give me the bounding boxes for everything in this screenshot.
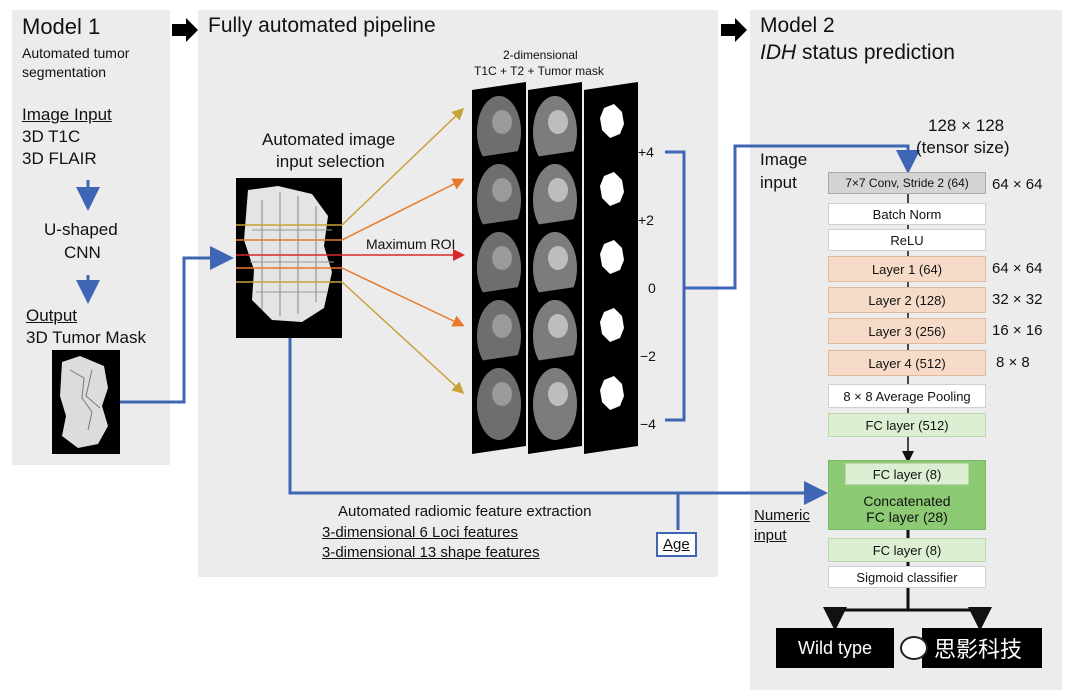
- pipeline-title: Fully automated pipeline: [208, 14, 436, 37]
- size-layer3: 16 × 16: [992, 322, 1043, 339]
- output-mask-label: 3D Tumor Mask: [26, 328, 146, 347]
- mutant-output: [922, 628, 1042, 668]
- slices-label-1: 2-dimensional: [503, 48, 578, 62]
- layer1-box: Layer 1 (64): [828, 256, 986, 282]
- model1-subtitle-2: segmentation: [22, 64, 107, 80]
- layer3-box: Layer 3 (256): [828, 318, 986, 344]
- model2-title: Model 2: [760, 14, 835, 37]
- tumor-mask-slice: [600, 308, 624, 342]
- mri-tumor-region: [492, 382, 512, 406]
- selection-label-2: input selection: [276, 152, 385, 171]
- slices-label-2: T1C + T2 + Tumor mask: [474, 64, 604, 78]
- avg-pooling-box: 8 × 8 Average Pooling: [828, 384, 986, 408]
- concat-label-2: FC layer (28): [866, 509, 948, 525]
- numeric-input-label-1: Numeric: [754, 507, 810, 524]
- layer4-box: Layer 4 (512): [828, 350, 986, 376]
- size-layer1: 64 × 64: [992, 260, 1043, 277]
- section-arrow-1: [172, 18, 198, 42]
- layer2-box: Layer 2 (128): [828, 287, 986, 313]
- batch-norm-box: Batch Norm: [828, 203, 986, 225]
- mri-tumor-region: [548, 246, 568, 270]
- output-heading: Output: [26, 306, 78, 325]
- radiomic-title: Automated radiomic feature extraction: [338, 503, 592, 520]
- mri-tumor-region: [492, 314, 512, 338]
- wild-type-label: Wild type: [797, 637, 873, 658]
- tumor-mask-slice: [600, 172, 624, 206]
- cnn-label-2: CNN: [64, 243, 101, 262]
- sigmoid-box: Sigmoid classifier: [828, 566, 986, 588]
- shape-features: 3-dimensional 13 shape features: [322, 544, 540, 561]
- offset-plus2: +2: [638, 212, 654, 228]
- offset-plus4: +4: [638, 144, 654, 160]
- fc8-bottom-box: FC layer (8): [828, 538, 986, 562]
- cnn-label-1: U-shaped: [44, 220, 118, 239]
- tumor-mask-slice: [600, 240, 624, 274]
- mri-tumor-region: [548, 110, 568, 134]
- numeric-input-label-2: input: [754, 527, 787, 544]
- concat-label-1: Concatenated: [863, 493, 951, 509]
- tumor-3d-volume-image: [236, 178, 342, 338]
- size-layer4: 8 × 8: [996, 354, 1030, 371]
- tensor-size-2: (tensor size): [916, 138, 1010, 157]
- model2-subtitle: IDH status prediction: [760, 41, 955, 65]
- tumor-mask-slice: [600, 376, 624, 410]
- offset-zero: 0: [648, 280, 656, 296]
- input-t1c: 3D T1C: [22, 127, 81, 146]
- fc8-top-box: FC layer (8): [845, 463, 969, 485]
- mri-tumor-region: [492, 110, 512, 134]
- fc512-box: FC layer (512): [828, 413, 986, 437]
- tumor-mask-3d-image: [52, 350, 120, 454]
- tumor-mask-slice: [600, 104, 624, 138]
- mri-tumor-region: [492, 246, 512, 270]
- wild-type-output: Wild type: [776, 628, 894, 668]
- selection-label-1: Automated image: [262, 130, 396, 149]
- size-layer2: 32 × 32: [992, 291, 1043, 308]
- mri-tumor-region: [492, 178, 512, 202]
- model1-subtitle-1: Automated tumor: [22, 45, 130, 61]
- image-input-label-1: Image: [760, 150, 808, 169]
- offset-minus4: −4: [640, 416, 656, 432]
- offset-minus2: −2: [640, 348, 656, 364]
- relu-box: ReLU: [828, 229, 986, 251]
- age-box: Age: [656, 532, 697, 557]
- status-prediction-label: status prediction: [796, 41, 955, 64]
- idh-label: IDH: [760, 41, 797, 64]
- size-conv: 64 × 64: [992, 176, 1043, 193]
- image-input-label-2: input: [760, 173, 797, 192]
- mri-tumor-region: [548, 178, 568, 202]
- input-flair: 3D FLAIR: [22, 149, 97, 168]
- max-roi-label: Maximum ROI: [366, 236, 456, 252]
- image-input-heading: Image Input: [22, 105, 112, 124]
- model1-title: Model 1: [22, 14, 101, 39]
- watermark-text: 思影科技: [934, 637, 1023, 662]
- tensor-size-1: 128 × 128: [928, 116, 1005, 135]
- mri-tumor-region: [548, 314, 568, 338]
- watermark: 思影科技: [900, 632, 1022, 664]
- mri-slices-image: [472, 82, 638, 454]
- section-arrow-2: [721, 18, 747, 42]
- wechat-icon: [900, 636, 928, 660]
- loci-features: 3-dimensional 6 Loci features: [322, 524, 518, 541]
- mri-tumor-region: [548, 382, 568, 406]
- conv-layer-box: 7×7 Conv, Stride 2 (64): [828, 172, 986, 194]
